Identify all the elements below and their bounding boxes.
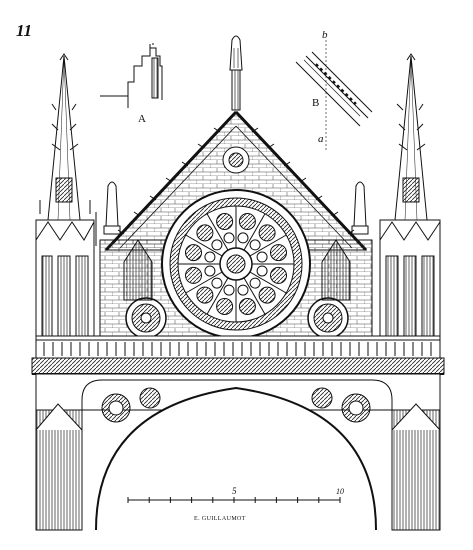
engraver-signature: E. GUILLAUMOT [194,516,246,522]
detail-b-top-mark: b [322,29,328,41]
scale-bar-mid-label: 5 [232,486,237,496]
right-statue [351,181,369,235]
left-statue [103,181,121,235]
scale-bar-end-label: 10 [336,487,344,496]
left-spire [35,53,97,351]
side-blind-arches [123,239,351,301]
right-spire [379,53,441,351]
detail-a-label: A [138,113,146,125]
detail-b-label: B [312,97,319,109]
left-roundel [125,297,167,339]
detail-b-molding-drawing [295,40,373,150]
scale-bar [127,497,341,503]
rose-window-tracery [178,206,294,322]
rose-window [161,189,311,339]
detail-a-section-drawing [100,43,163,108]
gable-finial-statue [229,35,243,111]
right-roundel [307,297,349,339]
detail-b-bottom-mark: a [318,133,324,145]
lower-arch-bay [35,373,441,531]
plate-number: 11 [16,21,32,40]
gallery-balustrade [31,335,445,375]
